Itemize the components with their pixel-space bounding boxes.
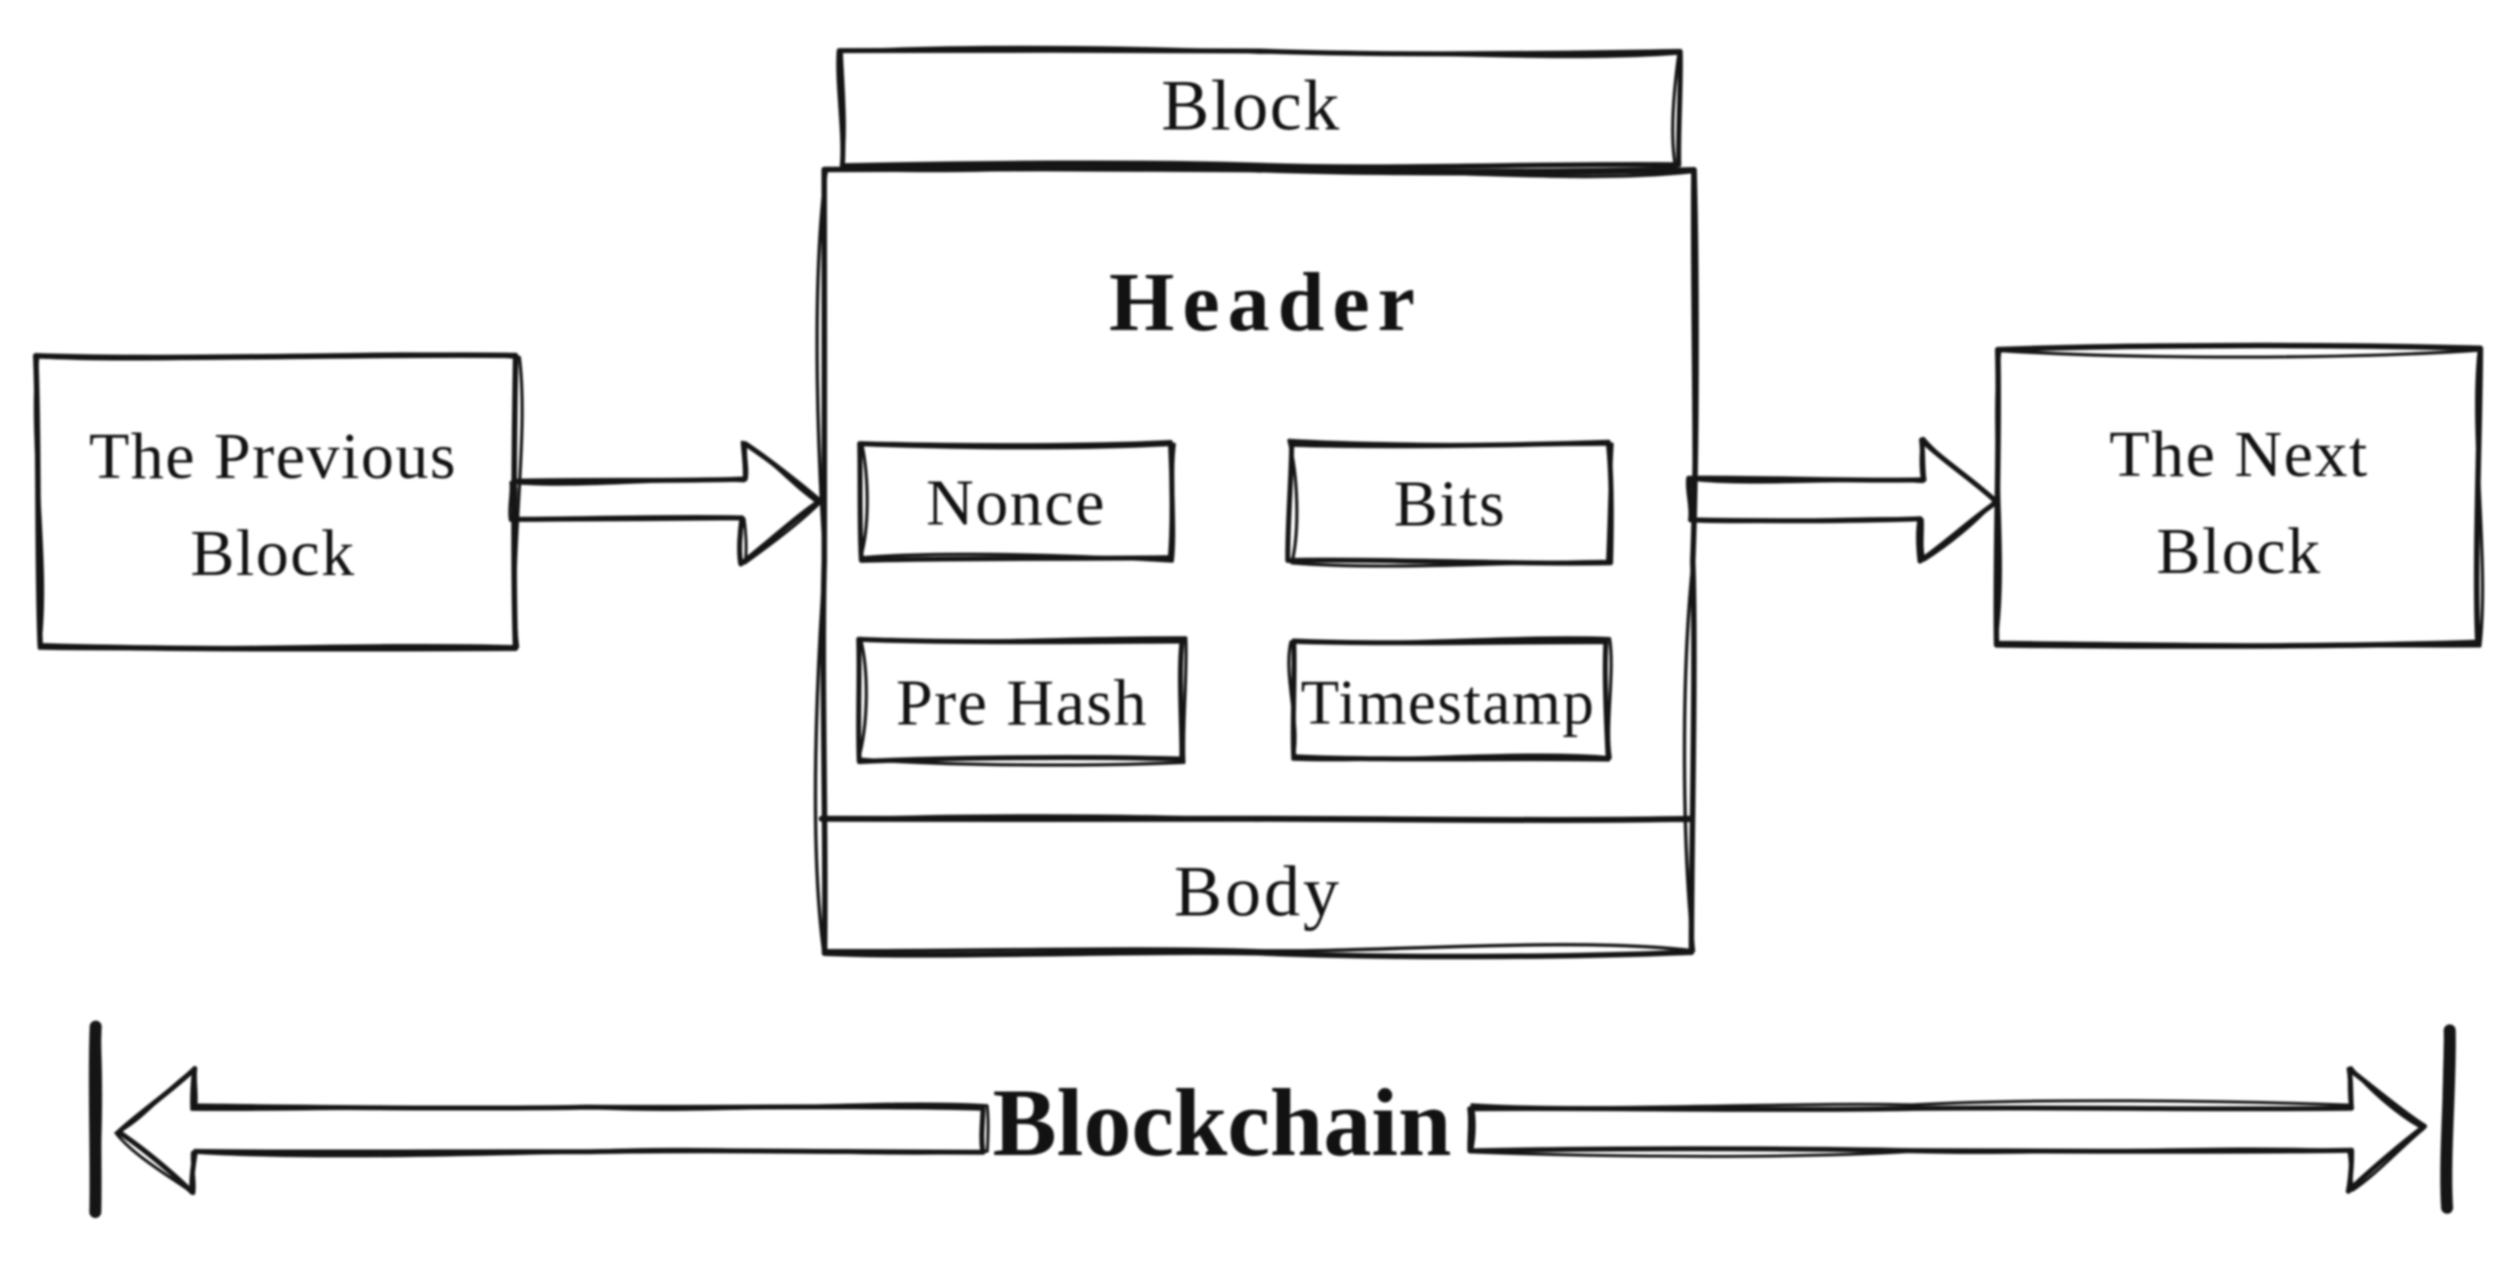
blockchain-left-arrow — [114, 1066, 990, 1195]
sketch-stroke — [33, 352, 524, 651]
pre-hash-box — [856, 636, 1188, 767]
sketch-stroke — [858, 442, 1176, 563]
sketch-stroke — [813, 162, 1696, 953]
sketch-stroke — [114, 1068, 990, 1195]
block-outline-box — [813, 162, 1699, 960]
sketch-stroke — [856, 636, 1185, 765]
sketch-stroke — [1993, 342, 2484, 649]
sketch-stroke — [91, 1025, 103, 1212]
chain-end-bar — [2440, 1024, 2456, 1214]
previous-block-line2: Block — [190, 517, 356, 590]
chain-start-bar — [88, 1020, 103, 1218]
next-block-box — [1993, 342, 2485, 649]
sketch-stroke — [508, 440, 821, 565]
sketch-stroke — [856, 636, 1188, 767]
sketch-stroke — [1467, 1066, 2427, 1194]
sketch-stroke — [1287, 636, 1613, 762]
pre-hash-label: Pre Hash — [895, 666, 1149, 740]
block-label: Block — [1161, 65, 1341, 146]
bits-label: Bits — [1393, 467, 1507, 541]
timestamp-label: Timestamp — [1300, 667, 1596, 738]
sketch-stroke — [511, 441, 823, 567]
header-title: Header — [1109, 255, 1423, 349]
blockchain-right-arrow — [1467, 1066, 2427, 1194]
timestamp-box — [1287, 636, 1613, 762]
prev-to-block-arrow — [508, 440, 823, 567]
next-block-line2: Block — [2156, 515, 2322, 588]
sketch-stroke — [1469, 1066, 2426, 1192]
header-body-divider — [818, 814, 1694, 823]
sketch-stroke — [1287, 438, 1614, 568]
sketch-stroke — [2442, 1028, 2450, 1213]
sketch-stroke — [1994, 348, 2485, 648]
next-block-label: The Next Block — [2109, 406, 2368, 600]
previous-block-box — [32, 352, 524, 652]
sketch-stroke — [116, 1066, 986, 1195]
previous-block-label: The Previous Block — [89, 408, 457, 602]
block-to-next-arrow — [1685, 436, 2000, 564]
nonce-label: Nonce — [926, 466, 1106, 540]
blockchain-label: Blockchain — [992, 1069, 1452, 1177]
previous-block-line1: The Previous — [88, 420, 458, 493]
next-block-line1: The Next — [2109, 418, 2369, 491]
sketch-stroke — [1689, 436, 1998, 562]
nonce-box — [857, 440, 1176, 563]
bits-box — [1285, 438, 1614, 568]
sketch-stroke — [822, 814, 1691, 823]
body-label: Body — [1173, 851, 1343, 932]
